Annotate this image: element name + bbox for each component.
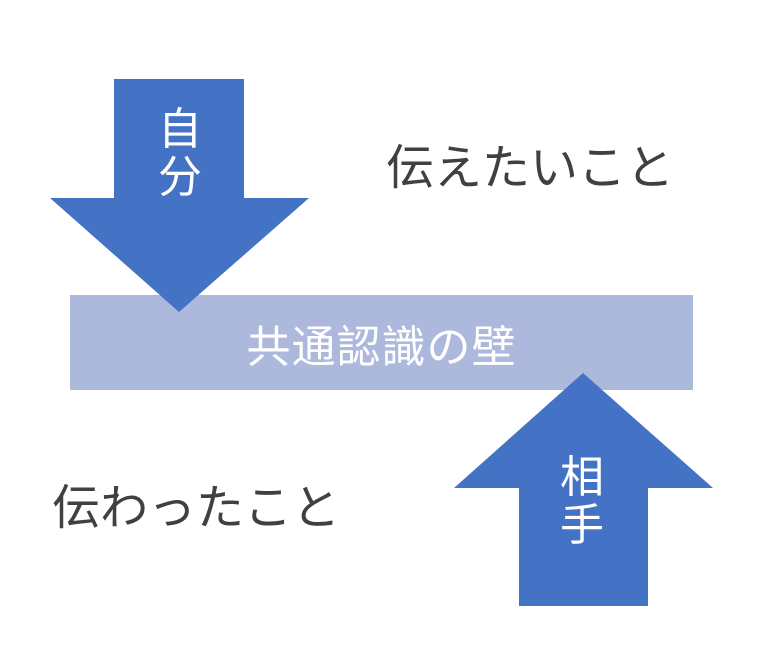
up-arrow-label-bottom: 手 [560,500,604,551]
up-arrow-partner [454,373,713,606]
down-arrow-label: 自 分 [156,106,204,202]
up-arrow-label: 相 手 [558,454,606,550]
common-understanding-wall [70,295,693,390]
down-arrow-self [50,79,309,312]
down-arrow-label-bottom: 分 [158,152,202,203]
wall-label: 共通認識の壁 [246,321,517,373]
up-arrow-label-top: 相 [560,452,604,503]
received-message-caption: 伝わったこと [52,480,341,536]
intended-message-caption: 伝えたいこと [386,140,675,196]
down-arrow-label-top: 自 [158,104,202,155]
